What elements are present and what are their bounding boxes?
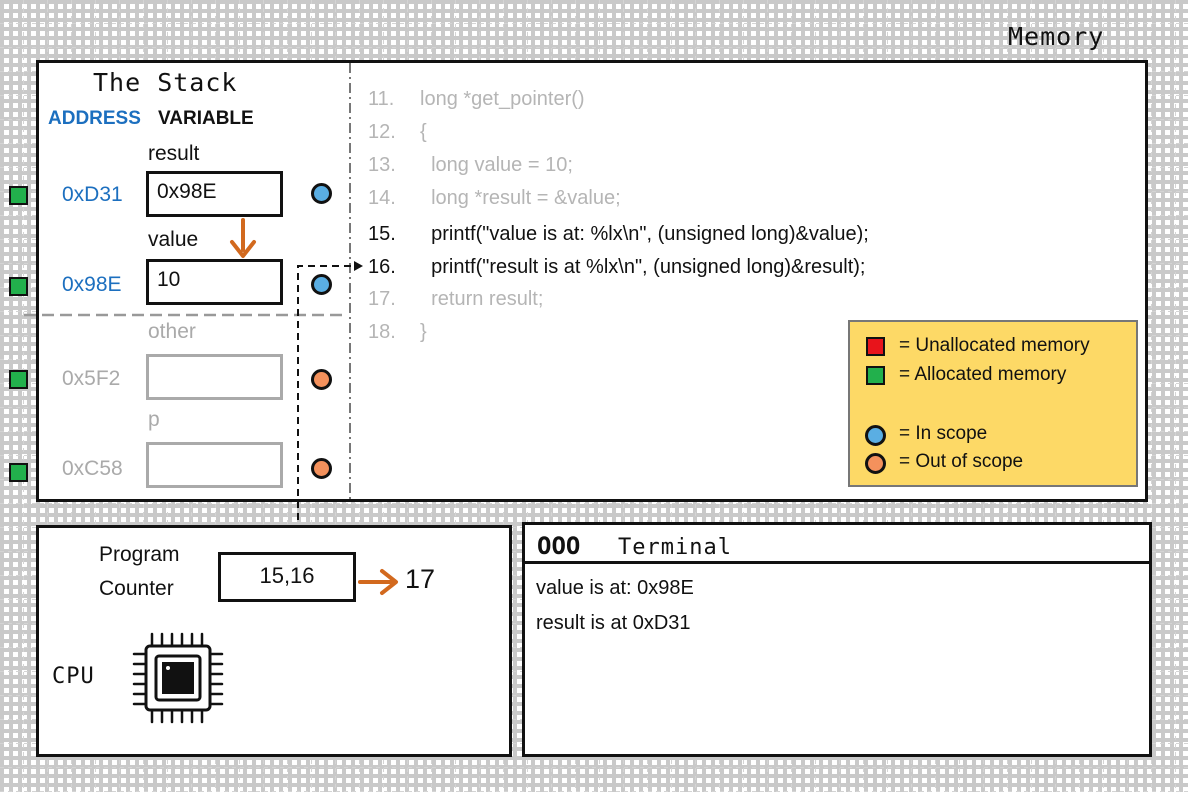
variable-header: VARIABLE [158, 108, 254, 129]
terminal-titlebar-divider [525, 561, 1149, 564]
program-counter-next: 17 [405, 564, 436, 594]
cpu-label: CPU [52, 664, 95, 689]
address-value: 0x98E [62, 273, 122, 296]
pointer-arrow [230, 218, 256, 258]
out-of-scope-swatch [865, 453, 886, 474]
terminal-panel [522, 522, 1152, 757]
program-counter-link [297, 261, 363, 556]
code-line: 17. return result; [368, 288, 543, 311]
code-line-text: long *result = &value; [420, 187, 621, 209]
code-line-number: 13. [368, 154, 396, 176]
allocated-marker [9, 186, 28, 205]
code-line-active: 16. printf("result is at %lx\n", (unsign… [368, 256, 866, 279]
memory-cell-result: 0x98E [146, 171, 283, 217]
cpu-chip-icon [132, 632, 224, 724]
code-line-text: long value = 10; [420, 154, 573, 176]
legend-in-scope: = In scope [899, 423, 988, 444]
stack-title: The Stack [93, 68, 238, 97]
code-line: 18.} [368, 321, 427, 344]
terminal-output-line: value is at: 0x98E [536, 577, 694, 599]
legend-allocated: = Allocated memory [899, 364, 1067, 385]
code-line-number: 18. [368, 321, 396, 343]
legend-out-of-scope: = Out of scope [899, 451, 1024, 472]
code-line-text: { [420, 121, 427, 143]
code-line-number: 14. [368, 187, 396, 209]
stack-code-divider [349, 63, 351, 499]
in-scope-dot [311, 183, 332, 204]
next-instruction-arrow [358, 569, 398, 595]
pc-label-line1: Program [99, 543, 180, 566]
terminal-title: Terminal [618, 535, 732, 560]
code-line-number: 11. [368, 88, 395, 110]
address-header: ADDRESS [48, 108, 141, 129]
code-line-text: printf("result is at %lx\n", (unsigned l… [420, 256, 866, 278]
code-line-number: 15. [368, 223, 396, 245]
memory-title: Memory [1008, 22, 1105, 51]
in-scope-dot [311, 274, 332, 295]
address-p: 0xC58 [62, 457, 123, 480]
code-line-number: 16. [368, 256, 396, 278]
memory-cell-other [146, 354, 283, 400]
program-counter-value: 15,16 [218, 552, 356, 602]
code-line-active: 15. printf("value is at: %lx\n", (unsign… [368, 223, 869, 246]
code-line-text: long *get_pointer() [420, 88, 585, 110]
address-other: 0x5F2 [62, 367, 121, 390]
code-line: 11. long *get_pointer() [368, 88, 585, 111]
code-line: 14. long *result = &value; [368, 187, 621, 210]
terminal-window-buttons[interactable]: OOO [537, 532, 581, 560]
var-name-value: value [148, 228, 199, 251]
code-line-number: 17. [368, 288, 396, 310]
var-name-p: p [148, 408, 160, 431]
allocated-swatch [866, 366, 885, 385]
address-result: 0xD31 [62, 183, 123, 206]
code-line: 12. { [368, 121, 427, 144]
var-name-other: other [148, 320, 196, 343]
pc-label-line2: Counter [99, 577, 174, 600]
code-line-text: } [420, 321, 427, 343]
out-of-scope-dot [311, 458, 332, 479]
memory-cell-p [146, 442, 283, 488]
legend-unallocated: = Unallocated memory [899, 335, 1090, 356]
terminal-output-line: result is at 0xD31 [536, 612, 691, 634]
allocated-marker [9, 463, 28, 482]
in-scope-swatch [865, 425, 886, 446]
var-name-result: result [148, 142, 200, 165]
allocated-marker [9, 370, 28, 389]
unallocated-swatch [866, 337, 885, 356]
allocated-marker [9, 277, 28, 296]
code-line-text: printf("value is at: %lx\n", (unsigned l… [420, 223, 869, 245]
code-line-text: return result; [420, 288, 544, 310]
code-line: 13. long value = 10; [368, 154, 573, 177]
memory-cell-value: 10 [146, 259, 283, 305]
code-line-number: 12. [368, 121, 396, 143]
legend-box [848, 320, 1138, 487]
out-of-scope-dot [311, 369, 332, 390]
